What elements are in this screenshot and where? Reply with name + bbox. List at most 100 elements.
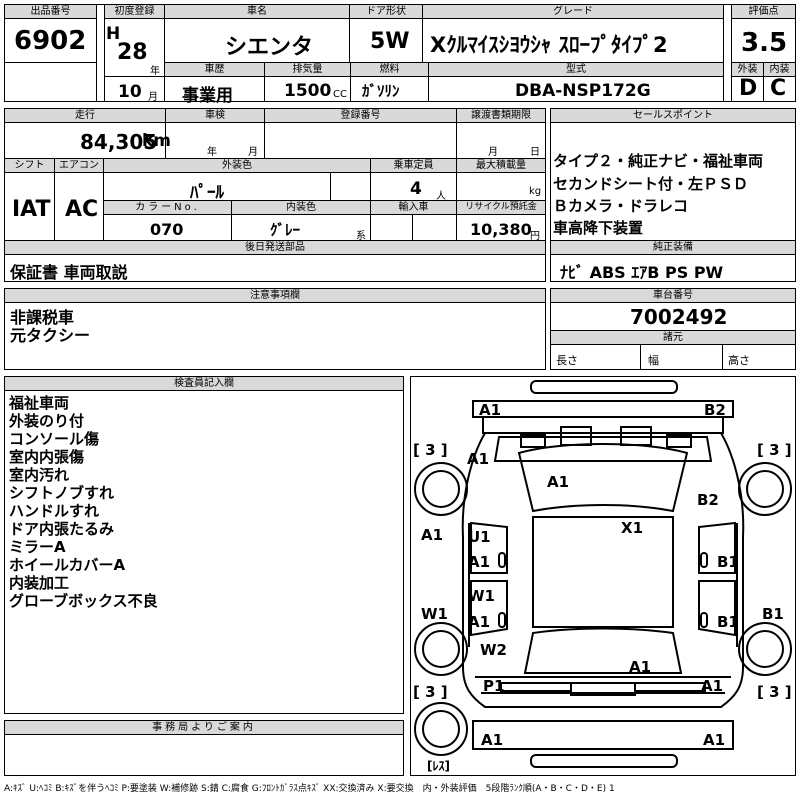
length-label: 長さ bbox=[556, 354, 578, 367]
damage-mark: W1 bbox=[468, 587, 495, 605]
shift: IAT bbox=[12, 197, 51, 222]
caution-line-1: 非課税車 bbox=[10, 308, 75, 327]
load-unit: kg bbox=[529, 186, 542, 197]
caution-box bbox=[4, 288, 546, 370]
dims-label: 諸元 bbox=[551, 331, 795, 345]
km-unit: km bbox=[142, 131, 172, 151]
seats-unit: 人 bbox=[436, 191, 446, 202]
damage-mark: B2 bbox=[704, 401, 726, 419]
model-label: 型式 bbox=[429, 63, 723, 77]
sales-line-3: Ｂカメラ・ドラレコ bbox=[553, 197, 689, 215]
cc-unit: CC bbox=[333, 89, 347, 100]
damage-mark: A1 bbox=[481, 731, 504, 749]
vehicle-info-table bbox=[4, 108, 546, 282]
caution-label: 注意事項欄 bbox=[5, 289, 545, 303]
score-label: 評価点 bbox=[732, 5, 795, 19]
damage-mark: A1 bbox=[421, 526, 444, 544]
sales-line-2: セカンドシート付・左ＰＳＤ bbox=[553, 175, 749, 193]
door-type: 5W bbox=[370, 29, 410, 54]
shift-label: シフト bbox=[5, 159, 54, 173]
seats-label: 乗車定員 bbox=[371, 159, 456, 173]
yen-unit: 円 bbox=[530, 231, 540, 242]
chassis-number: 7002492 bbox=[630, 305, 728, 329]
ins-year-unit: 年 bbox=[207, 147, 217, 158]
reg-year: 28 bbox=[117, 40, 148, 65]
legend: A:ｷｽﾞ U:ﾍｺﾐ B:ｷｽﾞを伴うﾍｺﾐ P:要塗装 W:補修跡 S:錆 … bbox=[4, 784, 615, 794]
inspector-line: ドア内張たるみ bbox=[9, 520, 115, 538]
damage-mark: A1 bbox=[468, 553, 491, 571]
transfer-label: 譲渡書類期限 bbox=[457, 109, 545, 123]
damage-mark: U1 bbox=[468, 528, 491, 546]
damage-mark: W2 bbox=[480, 641, 507, 659]
car-outline-icon bbox=[414, 380, 792, 768]
tr-day-unit: 日 bbox=[530, 147, 540, 158]
damage-mark: P1 bbox=[483, 677, 505, 695]
lot-label: 出品番号 bbox=[5, 5, 96, 19]
later-parts: 保証書 車両取説 bbox=[10, 263, 128, 282]
damage-mark: B1 bbox=[717, 553, 739, 571]
mileage-label: 走行 bbox=[5, 109, 165, 123]
damage-mark: A1 bbox=[629, 658, 652, 676]
tread-front-right: [ 3 ] bbox=[757, 441, 792, 459]
tread-rear-left: [ 3 ] bbox=[413, 683, 448, 701]
height-label: 高さ bbox=[728, 354, 750, 367]
int-score: C bbox=[770, 76, 787, 101]
spare-tire: [ﾚｽ] bbox=[427, 759, 450, 773]
later-parts-label: 後日発送部品 bbox=[5, 241, 545, 255]
reg-number-label: 登録番号 bbox=[265, 109, 456, 123]
car-name-label: 車名 bbox=[165, 5, 349, 19]
month-unit: 月 bbox=[148, 92, 158, 103]
ext-score: D bbox=[739, 76, 758, 101]
fuel-label: 燃料 bbox=[351, 63, 428, 77]
recycle-label: リサイクル預託金 bbox=[457, 201, 545, 215]
damage-mark: B2 bbox=[697, 491, 719, 509]
inspector-line: 内装加工 bbox=[9, 574, 70, 592]
door-label: ドア形状 bbox=[350, 5, 422, 19]
header-table bbox=[4, 4, 796, 102]
inspector-line: 室内内張傷 bbox=[9, 448, 85, 466]
chassis-label: 車台番号 bbox=[551, 289, 795, 303]
int-color-label: 内装色 bbox=[232, 201, 370, 215]
grade: Xｸﾙﾏｲｽｼﾖｳｼｬ ｽﾛｰﾌﾟﾀｲﾌﾟ2 bbox=[430, 33, 668, 57]
inspector-label: 検査員記入欄 bbox=[5, 377, 403, 391]
damage-mark: A1 bbox=[479, 401, 502, 419]
ac-label: エアコン bbox=[55, 159, 103, 173]
inspector-line: ホイールカバーA bbox=[9, 556, 126, 574]
sales-point-box bbox=[550, 108, 796, 282]
history-label: 車歴 bbox=[165, 63, 264, 77]
tr-month-unit: 月 bbox=[488, 147, 498, 158]
lot-number: 6902 bbox=[14, 26, 87, 56]
ins-month-unit: 月 bbox=[248, 147, 258, 158]
damage-mark: A1 bbox=[468, 613, 491, 631]
reg-month: 10 bbox=[118, 82, 142, 102]
history: 事業用 bbox=[182, 86, 233, 106]
car-name: シエンタ bbox=[225, 35, 314, 60]
era: H bbox=[106, 24, 121, 44]
equip-label: 純正装備 bbox=[551, 241, 795, 255]
inspection-label: 車検 bbox=[166, 109, 264, 123]
int-label: 内装 bbox=[764, 63, 795, 77]
inspector-line: ミラーA bbox=[9, 538, 66, 556]
width-label: 幅 bbox=[648, 354, 659, 367]
displacement: 1500 bbox=[284, 81, 332, 101]
damage-mark: A1 bbox=[467, 450, 490, 468]
caution-line-2: 元タクシー bbox=[10, 326, 91, 345]
displacement-label: 排気量 bbox=[265, 63, 350, 77]
tread-rear-right: [ 3 ] bbox=[757, 683, 792, 701]
inspector-line: 室内汚れ bbox=[9, 466, 70, 484]
sales-line-1: タイプ２・純正ナビ・福祉車両 bbox=[553, 152, 764, 170]
inspector-line: 外装のり付 bbox=[9, 412, 85, 430]
damage-mark: X1 bbox=[621, 519, 644, 537]
damage-diagram: [ 3 ] [ 3 ] [ 3 ] [ 3 ] [ﾚｽ] A1 B2 A1 A1… bbox=[410, 376, 796, 776]
chassis-box bbox=[550, 288, 796, 370]
inspector-line: コンソール傷 bbox=[9, 430, 100, 448]
score: 3.5 bbox=[741, 28, 788, 58]
tread-front-left: [ 3 ] bbox=[413, 441, 448, 459]
aircon: AC bbox=[65, 197, 99, 222]
first-reg-label: 初度登録 bbox=[105, 5, 164, 19]
damage-mark: A1 bbox=[701, 677, 724, 695]
year-unit: 年 bbox=[150, 66, 160, 77]
grade-label: グレード bbox=[423, 5, 723, 19]
mileage: 84,305 bbox=[80, 130, 158, 154]
inspector-line: ハンドルすれ bbox=[9, 502, 100, 520]
